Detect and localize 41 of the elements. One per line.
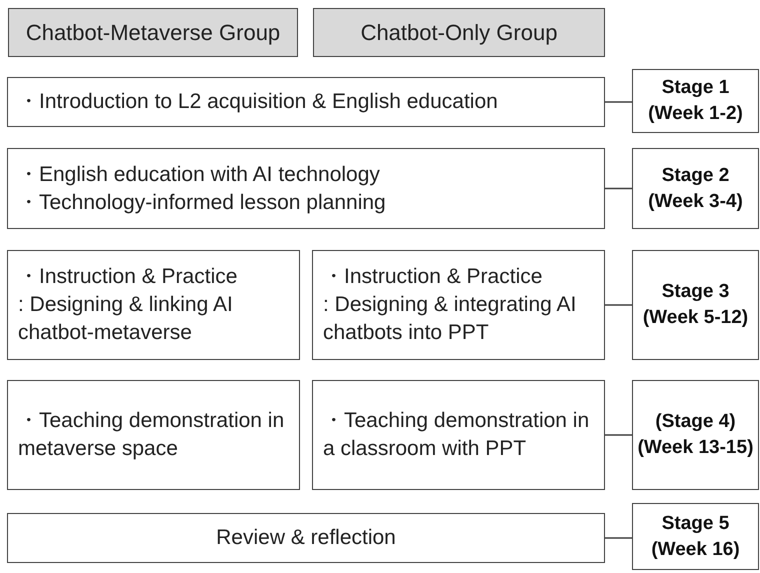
content-text: : Designing & integrating AI chatbots into PPT: [323, 292, 578, 346]
content-box: [7, 148, 605, 229]
content-text: ・Technology-informed lesson planning: [18, 190, 387, 216]
content-text: : Designing & linking AI chatbot-metaverse: [18, 292, 234, 346]
content-text: ・Introduction to L2 acquisition & English education: [18, 89, 499, 115]
connector-line: [605, 537, 632, 539]
connector-line: [605, 101, 632, 103]
stage-label: (Stage 4): [655, 410, 736, 434]
content-box: [7, 380, 300, 490]
stage-label: (Week 13-15): [638, 436, 754, 460]
connector-line: [605, 304, 632, 306]
content-text: ・Teaching demonstration in metaverse space: [18, 408, 286, 462]
stage-label: (Week 16): [651, 538, 740, 562]
stage-label: (Week 3-4): [648, 190, 743, 214]
connector-line: [605, 434, 632, 436]
group-label: Chatbot-Only Group: [360, 19, 558, 47]
stage-box: [632, 380, 759, 490]
content-box: [312, 250, 605, 360]
connector-line: [605, 188, 632, 190]
content-text: ・Instruction & Practice: [323, 264, 544, 290]
stage-label: Stage 3: [662, 280, 730, 304]
group-label: Chatbot-Metaverse Group: [26, 19, 280, 47]
content-text: ・Teaching demonstration in a classroom with PPT: [323, 408, 590, 462]
group-header-box: [313, 8, 605, 57]
stage-box: [632, 148, 759, 229]
stage-label: (Week 1-2): [648, 102, 743, 126]
stage-box: [632, 503, 759, 570]
content-box: [7, 77, 605, 127]
stage-box: [632, 69, 759, 133]
content-text: Review & reflection: [216, 525, 396, 552]
stage-label: Stage 1: [662, 76, 730, 100]
stage-label: Stage 2: [662, 164, 730, 188]
stage-label: (Week 5-12): [642, 306, 748, 330]
content-box: [7, 513, 605, 563]
content-box: [312, 380, 605, 490]
content-text: ・Instruction & Practice: [18, 264, 238, 290]
content-box: [7, 250, 300, 360]
stage-box: [632, 250, 759, 360]
stage-label: Stage 5: [662, 512, 730, 536]
group-header-box: [8, 8, 298, 57]
content-text: ・English education with AI technology: [18, 162, 381, 188]
